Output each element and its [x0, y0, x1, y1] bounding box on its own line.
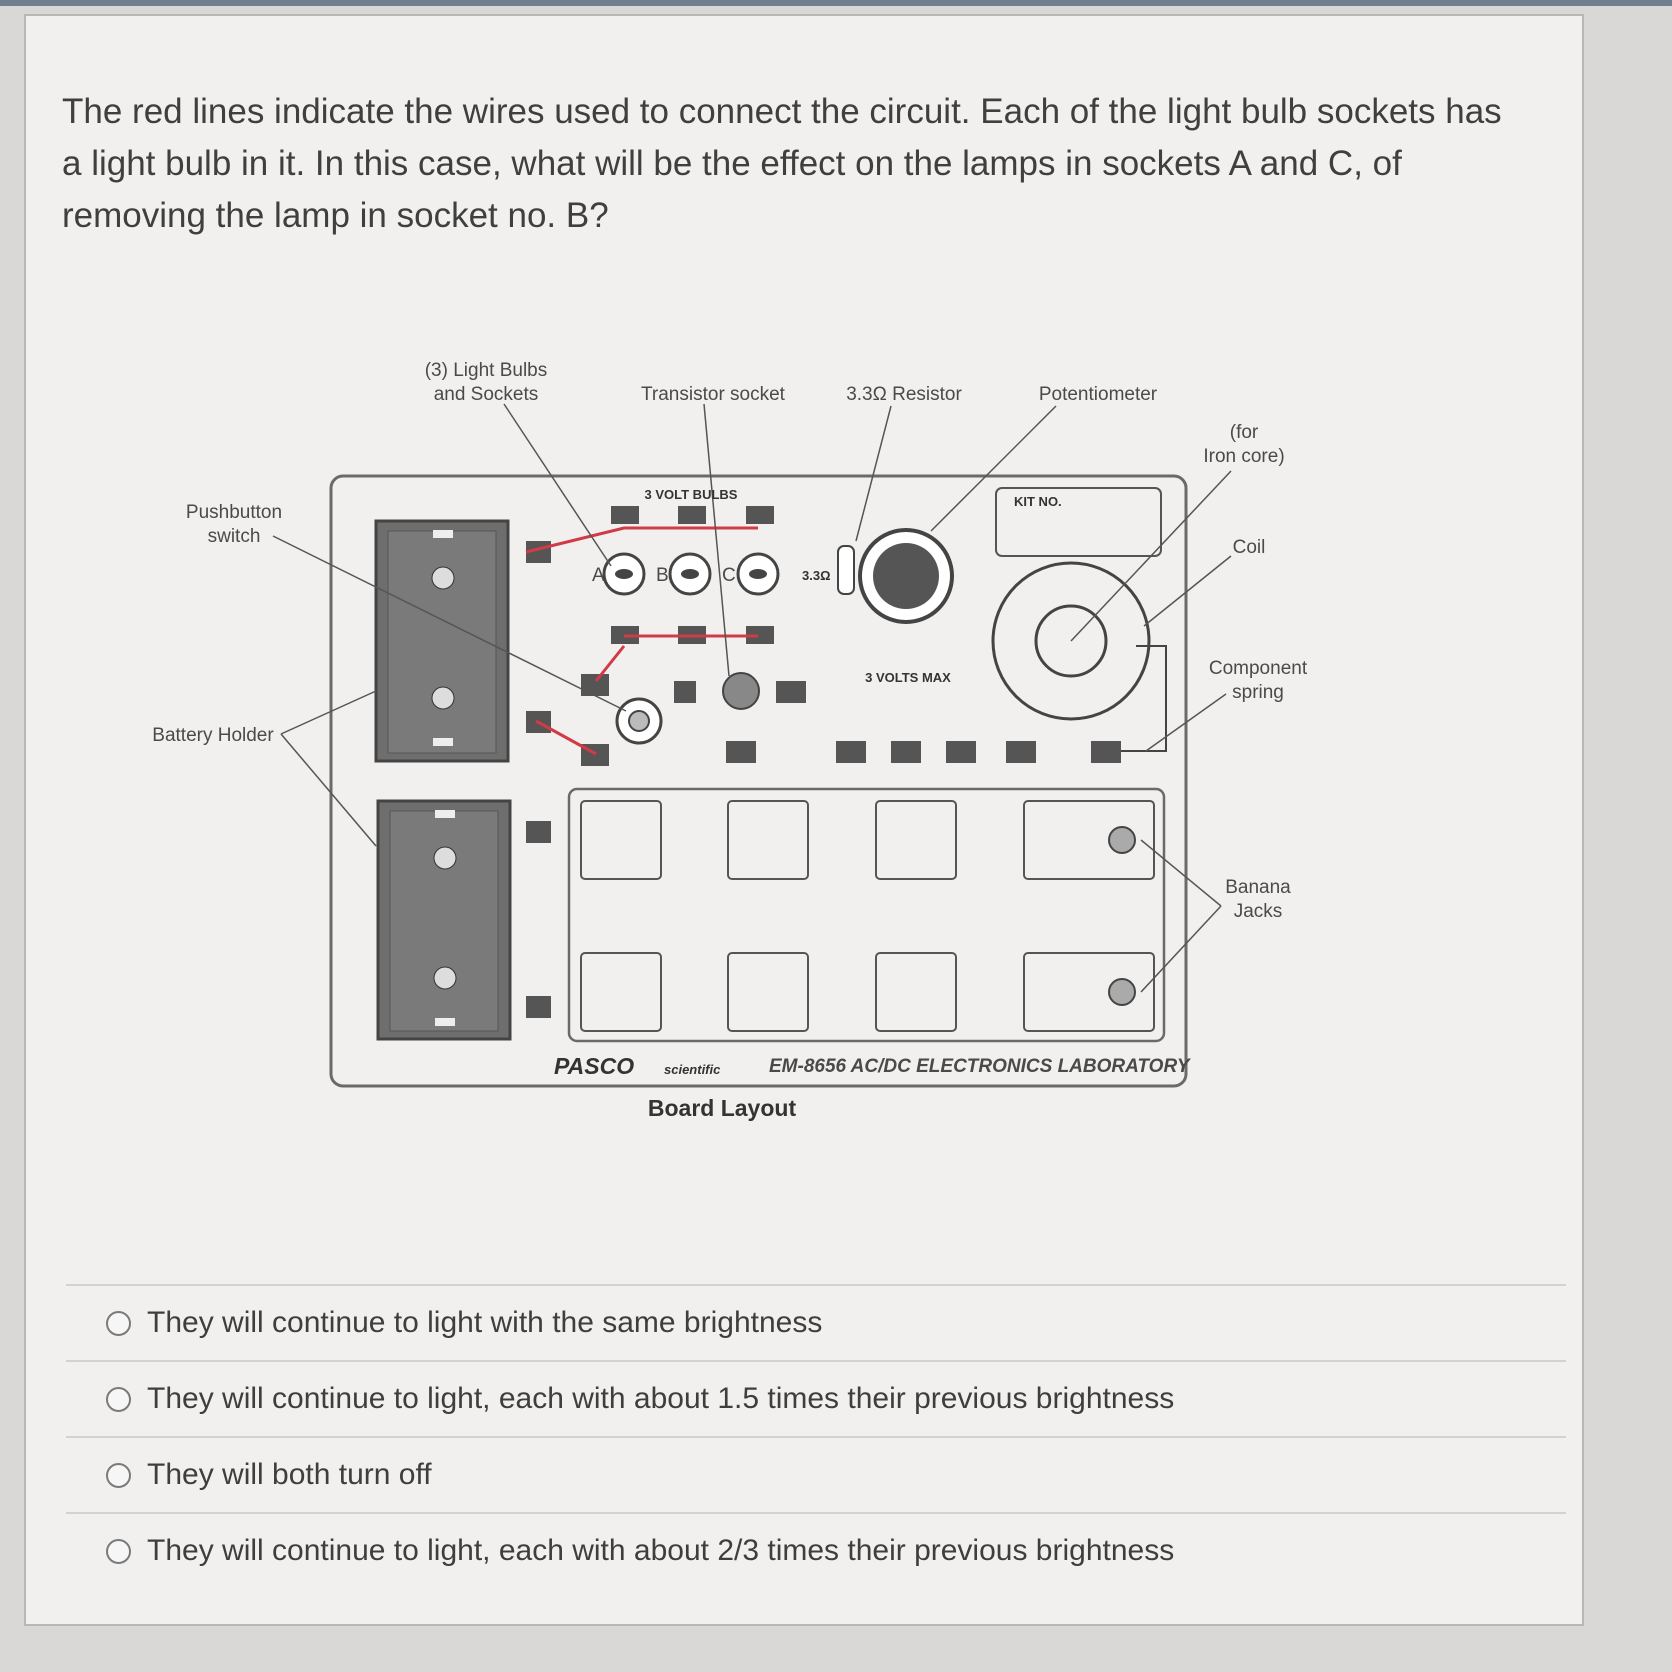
- answer-options: They will continue to light with the sam…: [66, 1284, 1566, 1588]
- option-label: They will continue to light with the sam…: [147, 1306, 823, 1339]
- callout-lines: [272, 403, 1232, 993]
- question-card: The red lines indicate the wires used to…: [24, 14, 1584, 1626]
- label-kit-no: KIT NO.: [1014, 494, 1062, 509]
- jack-squares: [580, 800, 1155, 1032]
- label-iron-core-1: (for: [1230, 422, 1259, 443]
- label-resistor: 3.3Ω Resistor: [846, 384, 962, 405]
- label-component-spring-1: Component: [1209, 658, 1308, 679]
- transistor-socket: [722, 672, 760, 710]
- board-diagram: (3) Light Bulbs and Sockets Transistor s…: [152, 360, 1308, 1121]
- label-iron-core-2: Iron core): [1203, 446, 1284, 467]
- label-resistor-small: 3.3Ω: [802, 568, 831, 583]
- potentiometer-dial: [858, 528, 954, 624]
- option-label: They will continue to light, each with a…: [147, 1534, 1175, 1567]
- coil: [991, 561, 1167, 752]
- radio-button[interactable]: [106, 1310, 131, 1336]
- banana-jack-bottom: [1108, 978, 1136, 1006]
- window-top-bar: [0, 0, 1672, 6]
- label-transistor-socket: Transistor socket: [641, 384, 786, 405]
- label-pushbutton-2: switch: [208, 526, 261, 547]
- board-outline: [329, 474, 1188, 1088]
- label-battery-holder: Battery Holder: [152, 725, 274, 746]
- label-banana-jacks-2: Jacks: [1234, 901, 1283, 922]
- bulb-socket-a: [602, 552, 646, 596]
- answer-option-2[interactable]: They will continue to light, each with a…: [66, 1360, 1566, 1436]
- bulb-socket-b: [668, 552, 712, 596]
- label-component-spring-2: spring: [1232, 682, 1284, 703]
- brand-logo: PASCO: [554, 1053, 634, 1079]
- label-light-bulbs-1: (3) Light Bulbs: [425, 360, 548, 381]
- battery-holder-bottom: [376, 799, 512, 1041]
- label-volts-max: 3 VOLTS MAX: [865, 670, 951, 685]
- banana-jack-top: [1108, 826, 1136, 854]
- label-potentiometer: Potentiometer: [1039, 384, 1158, 405]
- bulb-socket-c: [736, 552, 780, 596]
- brand-sub: scientific: [664, 1062, 721, 1077]
- label-socket-b: B: [656, 565, 669, 586]
- answer-option-4[interactable]: They will continue to light, each with a…: [66, 1512, 1566, 1588]
- option-label: They will continue to light, each with a…: [147, 1382, 1175, 1415]
- question-text: The red lines indicate the wires used to…: [62, 92, 1502, 235]
- label-coil: Coil: [1233, 537, 1266, 558]
- answer-option-1[interactable]: They will continue to light with the sam…: [66, 1284, 1566, 1360]
- figure-caption: Board Layout: [648, 1095, 797, 1121]
- battery-holder-top: [374, 519, 510, 763]
- board-layout-figure: (3) Light Bulbs and Sockets Transistor s…: [126, 356, 1426, 1216]
- red-wires: [525, 526, 758, 756]
- label-model: EM-8656 AC/DC ELECTRONICS LABORATORY: [769, 1056, 1192, 1077]
- pushbutton-switch: [615, 697, 663, 745]
- label-banana-jacks-1: Banana: [1225, 877, 1291, 898]
- answer-option-3[interactable]: They will both turn off: [66, 1436, 1566, 1512]
- banana-jack-panel: [567, 787, 1166, 1043]
- radio-button[interactable]: [106, 1386, 131, 1412]
- option-label: They will both turn off: [147, 1458, 432, 1491]
- label-socket-c: C: [722, 565, 736, 586]
- resistor-component: [837, 545, 855, 595]
- label-light-bulbs-2: and Sockets: [434, 384, 539, 405]
- radio-button[interactable]: [106, 1538, 131, 1564]
- label-pushbutton-1: Pushbutton: [186, 502, 282, 523]
- kit-number-box: [995, 487, 1162, 557]
- label-socket-a: A: [592, 565, 605, 586]
- radio-button[interactable]: [106, 1462, 131, 1488]
- label-volt-bulbs: 3 VOLT BULBS: [645, 487, 738, 502]
